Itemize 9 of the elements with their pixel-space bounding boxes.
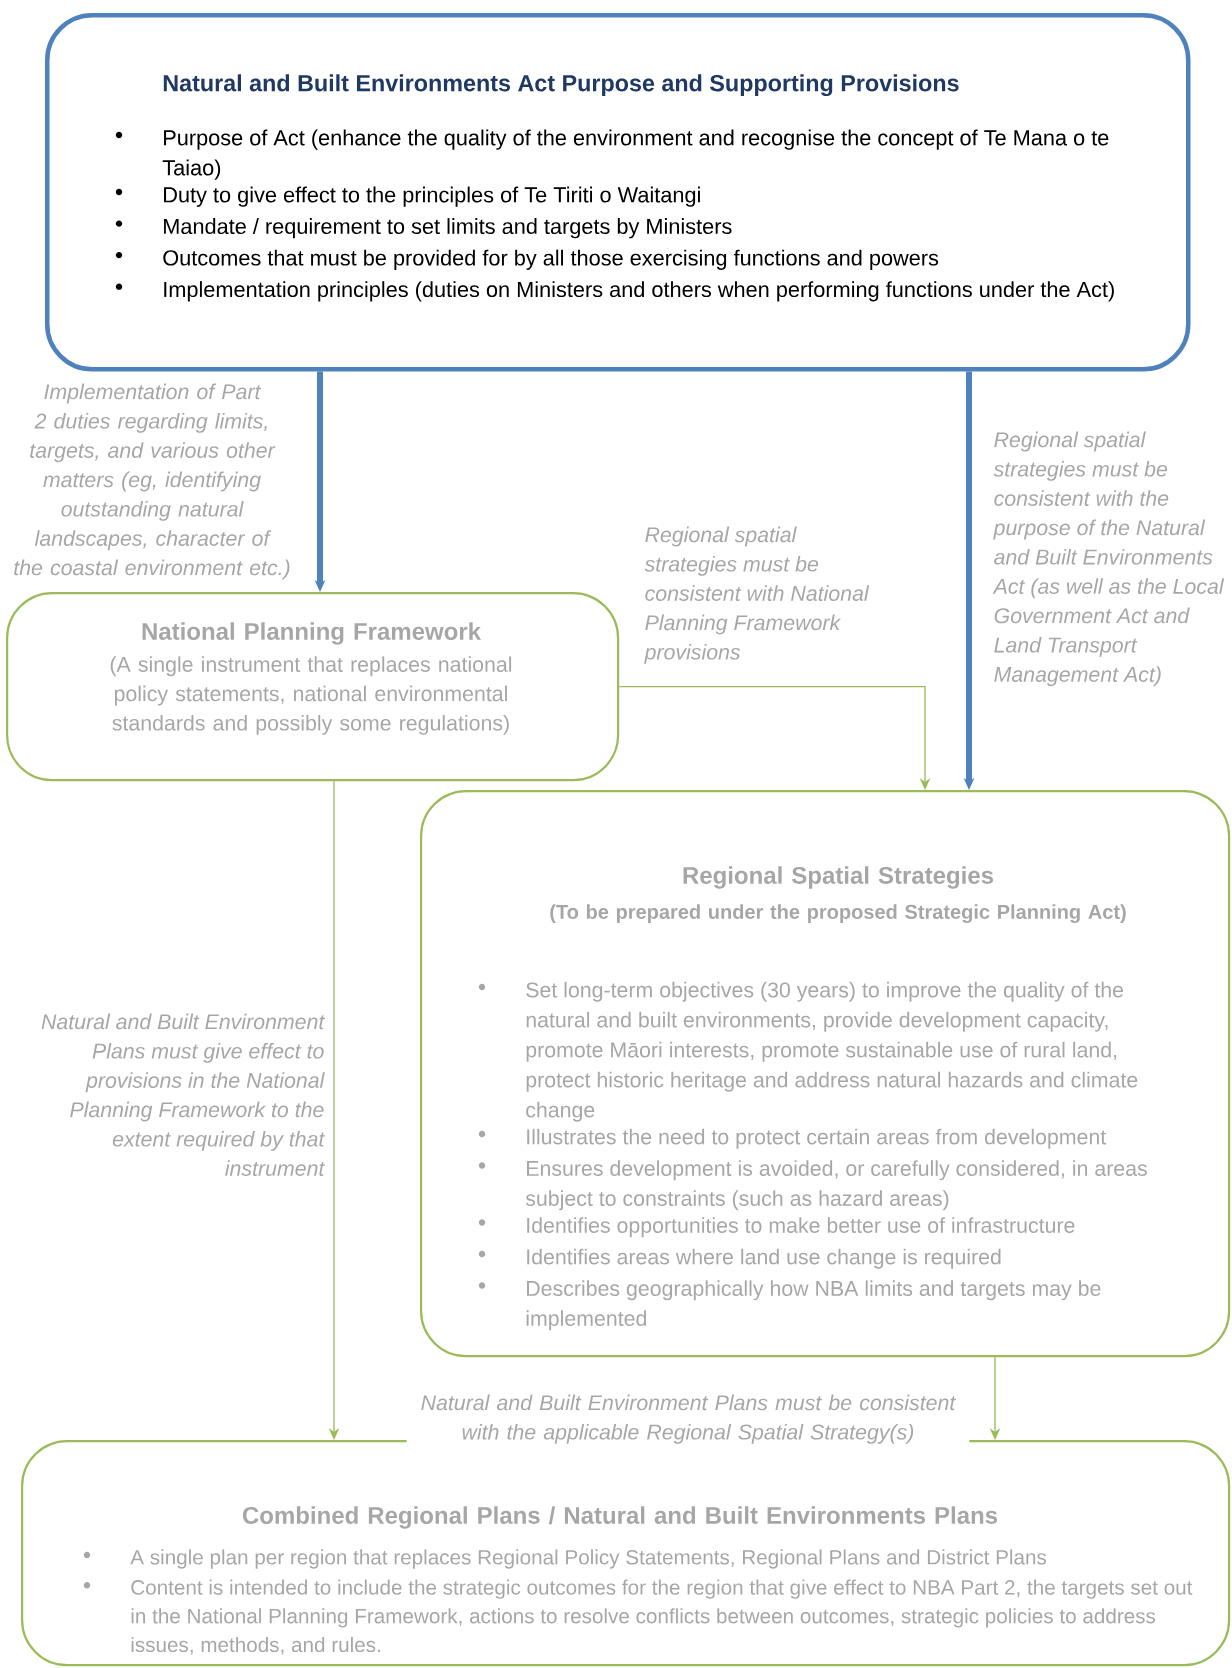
edge-label: Regional spatial strategies must be consistent with National Planning Framework provisions <box>643 525 881 666</box>
strategies-box: Regional Spatial Strategies (To be prepared under the proposed Strategic Planning Act) Set long-term objectives (30 years) to improve the quality of the natural and built environments, provide development capacity, promote Māori interests, promote sustainable use of rural land, protect historic heritage and address natural hazards and climate change Illustrates the need to protect certain areas from development Ensures development is avoided, or carefully considered, in areas subject to constraints (such as hazard areas) Identifies opportunities to make better use of infrastructure Identifies areas where land use change is required Describes geographically how NBA limits and targets may be implemented <box>420 790 1231 1358</box>
arrow <box>618 685 931 790</box>
edge-label: Natural and Built Environment Plans must be consistent with the applicable Regional Spatial Strategy(s) <box>406 1393 970 1446</box>
framework-box: National Planning Framework (A single instrument that replaces national policy statements, national environmental standards and possibly some regulations) <box>6 592 620 782</box>
edge-label: Implementation of Part 2 duties regarding limits, targets, and various other matters (eg, identifying outstanding natural landscapes, character of the coastal environment etc.) <box>8 382 296 581</box>
provisions-box: Natural and Built Environments Act Purpose and Supporting Provisions Purpose of Act (enhance the quality of the environment and recognise the concept of Te Mana o te Taiao) Duty to give effect to the principles of Te Tiriti o Waitangi Mandate / requirement to set limits and targets by Ministers Outcomes that must be provided for by all those exercising functions and powers Implementation principles (duties on Ministers and others when performing functions under the Act) <box>45 13 1191 372</box>
edge-label: Regional spatial strategies must be consistent with the purpose of the Natural and Built Environments Act (as well as the Local Government Act and Land Transport Management Act) <box>992 430 1227 688</box>
edge-label: Natural and Built Environment Plans must give effect to provisions in the National Planning Framework to the extent required by that instrument <box>23 1012 326 1178</box>
